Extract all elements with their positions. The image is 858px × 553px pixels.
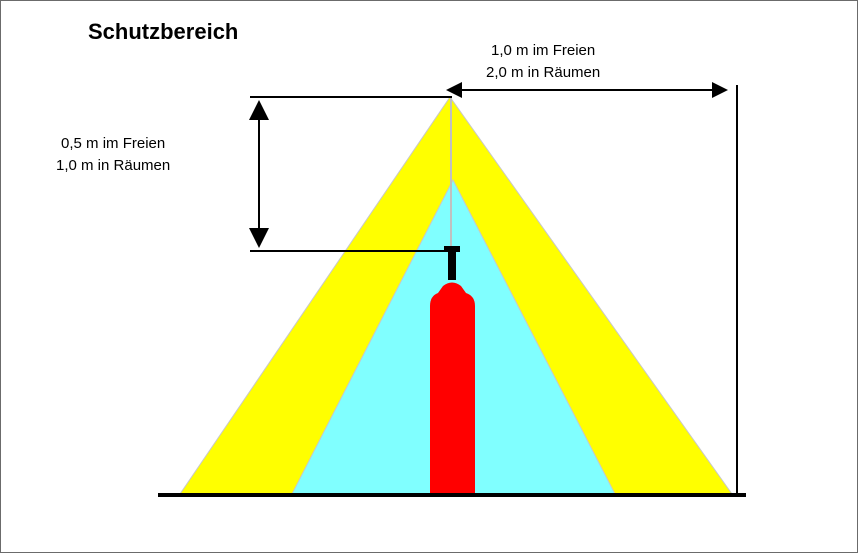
cylinder-valve — [448, 250, 456, 280]
horizontal-distance-label: 1,0 m im Freien 2,0 m in Räumen — [486, 40, 600, 84]
horizontal-distance-indoor: 2,0 m in Räumen — [486, 64, 601, 81]
horizontal-distance-outdoor: 1,0 m im Freien — [491, 42, 596, 59]
vertical-distance-indoor: 1,0 m in Räumen — [56, 157, 171, 174]
cylinder-body — [430, 282, 475, 494]
diagram-title: Schutzbereich — [88, 19, 239, 44]
horizontal-dimension-arrow — [446, 82, 728, 98]
cylinder-valve-cap — [444, 246, 460, 252]
vertical-distance-label: 0,5 m im Freien 1,0 m in Räumen — [56, 133, 170, 177]
vertical-dimension-arrow — [249, 100, 269, 248]
vertical-distance-outdoor: 0,5 m im Freien — [61, 135, 166, 152]
gas-cylinder — [430, 246, 475, 494]
